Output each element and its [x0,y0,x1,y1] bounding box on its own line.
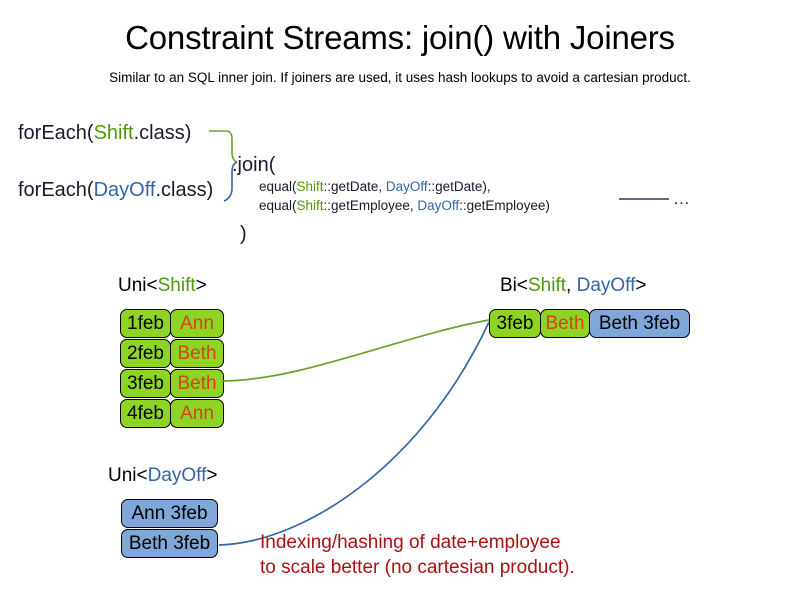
tuple-cell-pair: Beth 3feb [121,529,218,558]
code-foreach-dayoff-prefix: forEach( [18,179,94,201]
table-row[interactable]: 3feb Beth Beth 3feb [489,309,690,338]
code-join-open: .join( [232,154,276,176]
annotation-line-1: Indexing/hashing of date+employee [260,532,561,553]
label-bi-prefix: Bi< [500,275,528,296]
code-joiner-2-right-type: DayOff [417,198,460,213]
tuple-cell-date: 3feb [489,309,541,338]
connector-dayoff-tuple-to-bi [218,321,490,546]
code-joiner-1-right-method: ::getDate), [427,179,491,194]
bi-tuple-list: 3feb Beth Beth 3feb [489,309,690,338]
table-row[interactable]: 4feb Ann [120,399,224,428]
code-joiner-1-prefix: equal( [259,179,297,194]
code-join-close: ) [240,223,247,245]
tuple-cell-pair: Ann 3feb [121,499,218,528]
label-uni-dayoff-suffix: > [206,465,218,486]
tuple-cell-name: Beth [170,339,224,368]
page-subtitle: Similar to an SQL inner join. If joiners… [109,70,691,85]
label-bi-separator: , [566,275,577,296]
code-joiner-2-left-method: ::getEmployee, [323,198,418,213]
tuple-cell-name: Beth [540,309,590,338]
tuple-cell-date: 3feb [120,369,171,398]
purple-divider-rule [619,198,669,200]
code-ellipsis: … [673,189,690,208]
code-foreach-shift: forEach(Shift.class) [18,121,191,145]
tuple-cell-date: 2feb [120,339,171,368]
code-joiner-2-left-type: Shift [296,198,324,213]
connector-shift-tuple-to-bi [221,319,490,382]
table-row[interactable]: 2feb Beth [120,339,224,368]
tuple-cell-name: Ann [170,399,224,428]
label-uni-dayoff-type: DayOff [147,465,207,486]
code-joiner-1-left-type: Shift [296,179,324,194]
tuple-cell-name: Beth [170,369,224,398]
code-joiner-2: equal(Shift::getEmployee, DayOff::getEmp… [259,197,550,215]
annotation-text: Indexing/hashing of date+employee to sca… [260,530,575,580]
label-uni-shift: Uni<Shift> [118,274,207,298]
label-uni-shift-prefix: Uni< [118,275,158,296]
uni-shift-tuple-list: 1feb Ann 2feb Beth 3feb Beth 4feb Ann [120,309,224,429]
code-joiner-1: equal(Shift::getDate, DayOff::getDate), [259,178,491,196]
label-uni-shift-suffix: > [195,275,207,296]
code-joiner-1-left-method: ::getDate, [323,179,386,194]
code-joiner-2-prefix: equal( [259,198,297,213]
code-foreach-shift-suffix: .class) [133,122,192,144]
label-uni-dayoff: Uni<DayOff> [108,464,218,488]
label-bi-type-right: DayOff [576,275,636,296]
table-row[interactable]: 3feb Beth [120,369,224,398]
uni-dayoff-tuple-list: Ann 3feb Beth 3feb [121,499,218,559]
tuple-cell-date: 1feb [120,309,171,338]
tuple-cell-name: Ann [170,309,224,338]
code-foreach-dayoff-suffix: .class) [155,179,214,201]
tuple-cell-date: 4feb [120,399,171,428]
code-foreach-dayoff: forEach(DayOff.class) [18,178,213,202]
table-row[interactable]: 1feb Ann [120,309,224,338]
annotation-line-2: to scale better (no cartesian product). [260,557,575,578]
label-uni-dayoff-prefix: Uni< [108,465,148,486]
code-foreach-shift-prefix: forEach( [18,122,94,144]
table-row[interactable]: Ann 3feb [121,499,218,528]
label-bi-stream: Bi<Shift, DayOff> [500,274,646,298]
label-uni-shift-type: Shift [157,275,196,296]
table-row[interactable]: Beth 3feb [121,529,218,558]
label-bi-suffix: > [635,275,647,296]
code-joiner-1-right-type: DayOff [385,179,428,194]
label-bi-type-left: Shift [528,275,567,296]
page-title: Constraint Streams: join() with Joiners [125,19,675,56]
code-token-shift: Shift [93,122,134,144]
code-joiner-2-right-method: ::getEmployee) [459,198,550,213]
tuple-cell-pair: Beth 3feb [589,309,690,338]
code-token-dayoff: DayOff [93,179,156,201]
